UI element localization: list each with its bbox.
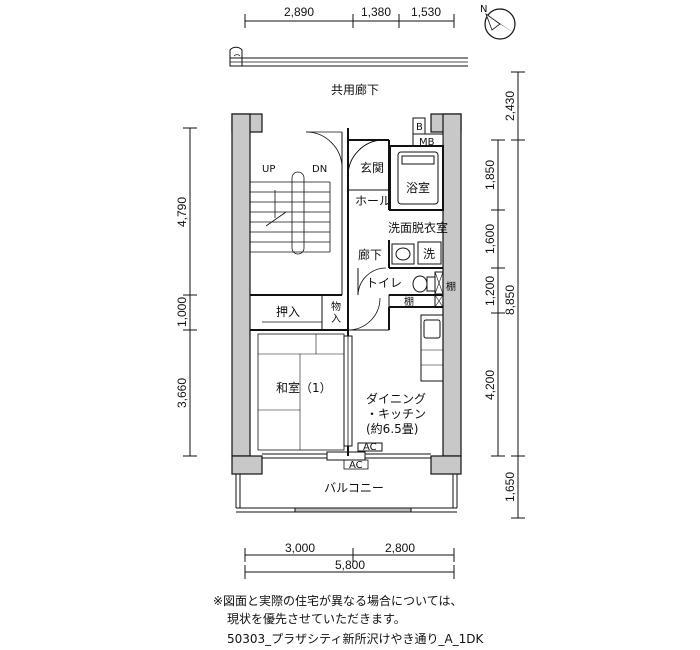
disclaimer-line-2: 現状を優先させていただきます。 <box>227 612 406 626</box>
closet-area <box>250 295 390 331</box>
left-dimension <box>183 127 197 457</box>
dim-top-2: 1,380 <box>361 5 391 19</box>
bottom-dimension <box>244 548 455 579</box>
dim-left-2: 1,000 <box>175 297 189 327</box>
right-outer-dimension <box>511 71 525 519</box>
shelf-label-2: 棚 <box>404 295 414 308</box>
toilet-label: トイレ <box>366 276 402 290</box>
balcony-label: バルコニー <box>324 481 384 495</box>
plan-caption: 50303_プラザシティ新所沢けやき通り_A_1DK <box>227 632 484 646</box>
japanese-room <box>257 330 353 456</box>
storage-label-1: 物 <box>331 300 341 313</box>
dining-kitchen <box>357 314 444 452</box>
storage-label-2: 入 <box>331 314 341 325</box>
dim-top-1: 2,890 <box>284 5 314 19</box>
dk-label-1: ダイニング <box>366 391 426 406</box>
dim-right-outer-3: 1,650 <box>503 472 517 502</box>
north-label: N <box>480 4 487 15</box>
hall-label: ホール <box>355 194 391 208</box>
dim-right-inner-1: 1,850 <box>483 160 497 190</box>
meter-box <box>412 117 444 147</box>
ac-label-2: AC <box>349 460 363 471</box>
bathroom-label: 浴室 <box>406 180 430 195</box>
dk-label-3: (約6.5畳) <box>366 421 418 436</box>
dim-right-outer-2: 8,850 <box>503 285 517 315</box>
washroom-label: 洗面脱衣室 <box>388 220 448 235</box>
bathroom <box>389 145 444 211</box>
dim-bottom-total: 5,800 <box>335 558 365 572</box>
hallway-label: 廊下 <box>358 247 382 262</box>
entrance-label: 玄関 <box>360 160 384 175</box>
dim-top-3: 1,530 <box>411 5 441 19</box>
stairwell <box>249 131 343 296</box>
bottom-window <box>262 451 431 461</box>
corridor-label: 共用廊下 <box>331 82 379 97</box>
shelf-label-1: 棚 <box>446 280 456 293</box>
dim-right-inner-3: 1,200 <box>483 276 497 306</box>
north-arrow-icon: N <box>480 4 516 40</box>
closet-label: 押入 <box>276 305 300 319</box>
dim-left-1: 4,790 <box>175 197 189 227</box>
stairs-up-label: UP <box>262 164 275 175</box>
disclaimer-note: ※図面と実際の住宅が異なる場合については、 現状を優先させていただきます。 <box>213 592 462 628</box>
dim-bottom-1: 3,000 <box>285 541 315 555</box>
washroom <box>388 209 443 269</box>
dim-right-inner-4: 4,200 <box>483 370 497 400</box>
mb-label: MB <box>419 137 435 148</box>
ac-label-1: AC <box>363 442 377 453</box>
entrance-area <box>347 128 390 330</box>
toilet-room <box>357 267 444 308</box>
wash-label: 洗 <box>423 247 435 261</box>
balcony <box>235 474 458 513</box>
dim-bottom-2: 2,800 <box>385 541 415 555</box>
dim-right-outer-1: 2,430 <box>503 91 517 121</box>
dk-label-2: ・キッチン <box>366 407 426 421</box>
disclaimer-line-1: ※図面と実際の住宅が異なる場合については、 <box>213 594 463 608</box>
right-inner-dimension <box>491 139 505 457</box>
stairs-down-label: DN <box>312 164 327 175</box>
top-dimension-line <box>244 14 455 28</box>
dim-left-3: 3,660 <box>175 378 189 408</box>
corridor-rail <box>229 46 468 67</box>
b-label: B <box>416 122 423 133</box>
japanese-room-label: 和室（1） <box>276 380 332 395</box>
dim-right-inner-2: 1,600 <box>483 224 497 254</box>
